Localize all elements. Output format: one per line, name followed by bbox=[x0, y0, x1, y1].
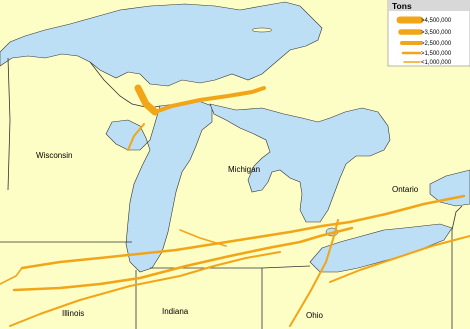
legend-title: Tons bbox=[392, 1, 412, 11]
legend-label-2: >3,500,000 bbox=[421, 30, 452, 36]
label-illinois: Illinois bbox=[62, 309, 84, 318]
lake-superior bbox=[0, 1, 323, 87]
label-michigan: Michigan bbox=[228, 165, 260, 174]
legend-header bbox=[388, 0, 470, 11]
lake-erie bbox=[309, 223, 453, 273]
lake-michigan bbox=[105, 99, 213, 273]
label-ohio: Ohio bbox=[306, 311, 323, 320]
route-chicago-ohio-north bbox=[20, 194, 466, 270]
label-ontario: Ontario bbox=[392, 185, 419, 194]
route-illinois-ohio-middle bbox=[12, 226, 354, 292]
lake-huron bbox=[209, 103, 391, 223]
route-up-east bbox=[153, 86, 266, 114]
legend-label-1: >4,500,000 bbox=[421, 18, 452, 24]
legend: Tons >4,500,000 >3,500,000 >2,500,000 >1… bbox=[387, 0, 470, 67]
route-indiana-branch bbox=[179, 229, 227, 247]
route-ohio-diagonal bbox=[289, 219, 339, 327]
political-borders bbox=[0, 57, 463, 329]
route-up-west-branch bbox=[127, 123, 145, 151]
legend-label-4: >1,500,000 bbox=[421, 51, 452, 57]
route-ohio-east bbox=[329, 235, 470, 283]
border-mn-wi-west bbox=[7, 57, 11, 191]
route-superior-to-sault bbox=[134, 84, 159, 116]
label-indiana: Indiana bbox=[162, 307, 189, 316]
label-wisconsin: Wisconsin bbox=[36, 151, 72, 160]
border-canada-us-niagara bbox=[451, 205, 463, 231]
isle-royale bbox=[251, 27, 273, 33]
route-southwest-to-detroit bbox=[9, 251, 281, 327]
freight-routes bbox=[0, 84, 470, 327]
route-illinois-west bbox=[0, 267, 23, 285]
legend-label-5: <1,000,000 bbox=[421, 60, 452, 66]
legend-label-3: >2,500,000 bbox=[421, 41, 452, 47]
